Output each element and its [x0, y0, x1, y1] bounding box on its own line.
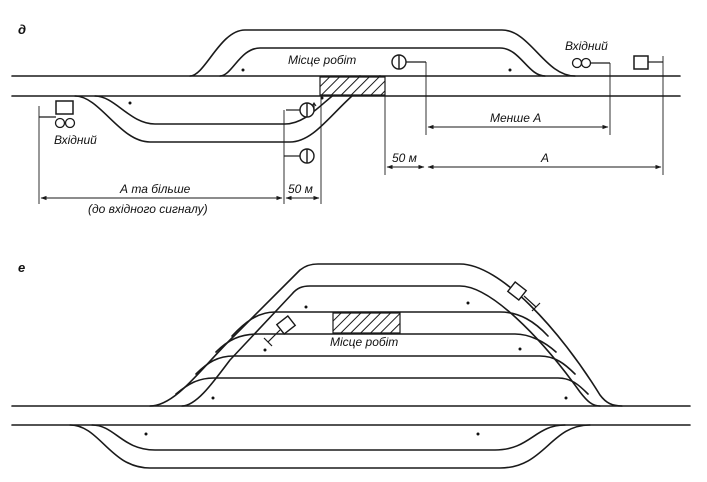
shunting-signal-bottom-icon — [284, 148, 315, 164]
work-site-label-e: Місце робіт — [330, 335, 398, 349]
to-entry-signal-label: (до вхідного сигналу) — [88, 202, 208, 216]
fifty-m-right-label: 50 м — [392, 151, 417, 165]
sleeper-dot — [211, 396, 215, 400]
entry-signal-left-label: Вхідний — [54, 133, 97, 147]
sleeper-dot — [508, 68, 512, 72]
diagram-d: д Місце робіт Вхідний — [11, 22, 681, 216]
barrier-sign-left-icon — [263, 314, 297, 347]
work-site-zone-d — [319, 76, 386, 96]
diagram-e: е Місце робіт — [11, 260, 691, 469]
entry-signal-right-icon — [571, 57, 611, 135]
upper-siding-inner — [219, 47, 546, 77]
yard-track-5 — [195, 355, 576, 375]
sleeper-dot — [466, 301, 470, 305]
fifty-m-left-label: 50 м — [288, 182, 313, 196]
work-site-zone-e — [332, 312, 401, 334]
sleeper-dot — [564, 396, 568, 400]
yard-track-4 — [215, 333, 557, 353]
boundary-sign-right-icon — [633, 55, 664, 175]
diagram-e-label: е — [18, 260, 25, 275]
bottom-loop-inner — [91, 424, 566, 451]
sleeper-dot — [476, 432, 480, 436]
barrier-sign-right-icon — [506, 280, 541, 312]
a-or-more-label: А та більше — [119, 182, 191, 196]
a-label: А — [540, 151, 549, 165]
sleeper-dot — [263, 348, 267, 352]
shunting-signal-arrow-icon — [286, 102, 317, 118]
sleeper-dot — [144, 432, 148, 436]
entry-signal-right-label: Вхідний — [565, 39, 608, 53]
diagram-d-label: д — [18, 22, 26, 37]
bottom-loop-outer — [69, 424, 591, 469]
less-than-a-label: Менше А — [490, 111, 541, 125]
sleeper-dot — [128, 101, 132, 105]
sleeper-dot — [304, 305, 308, 309]
sleeper-dot — [241, 68, 245, 72]
lower-siding-outer — [74, 75, 381, 143]
sleeper-dot — [518, 347, 522, 351]
yard-track-6 — [175, 377, 589, 395]
upper-siding-outer — [189, 29, 576, 77]
entry-signal-left-icon — [38, 100, 76, 204]
work-site-label-d: Місце робіт — [288, 53, 356, 67]
shunting-signal-top-icon — [391, 54, 427, 135]
yard-track-3 — [231, 311, 549, 337]
yard-track-2 — [181, 285, 601, 407]
